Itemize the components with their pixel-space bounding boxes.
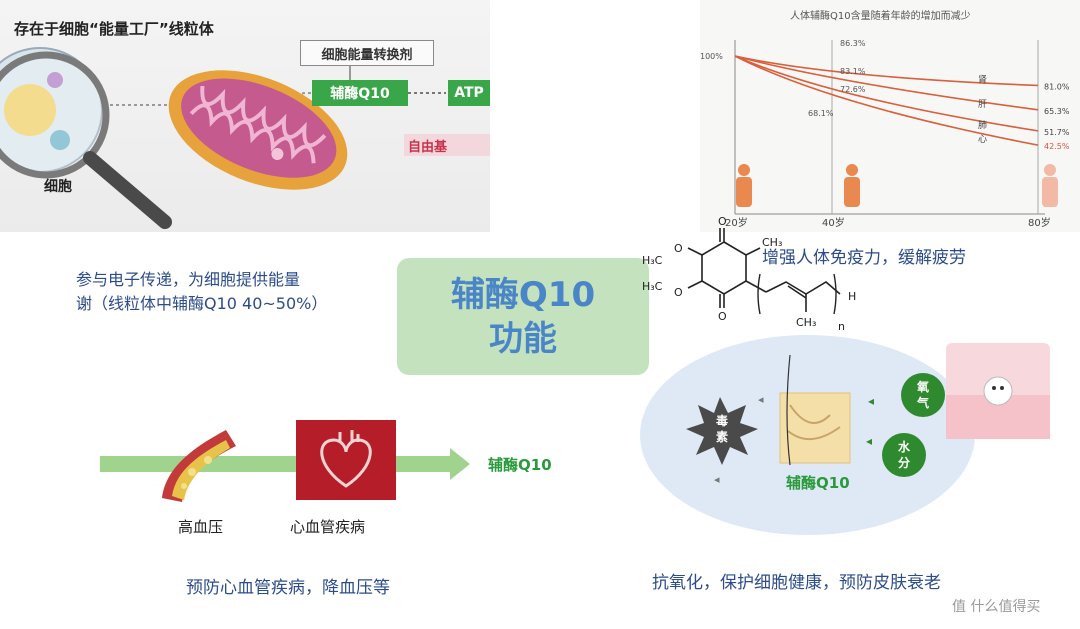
magnifier-lens [0,51,110,179]
antioxidant-illustration: 毒 素 ◂ ◂ 氧 气 水 分 ◂ ◂ [686,343,1050,486]
immunity-description: 增强人体免疫力，缓解疲劳 [762,248,966,268]
toxin-label-2: 素 [716,429,728,444]
chart-mid-label-3: 68.1% [808,109,834,118]
mitochondria-title: 存在于细胞“能量工厂”线粒体 [14,20,214,38]
svg-text:水: 水 [898,439,911,454]
person-icon-head-2 [1044,164,1056,176]
molecule-label-o2: O [718,310,727,323]
chart-start-label: 100% [700,52,723,61]
coq10-molecule-diagram: O O H₃C H₃C O O CH₃ CH₃ H n [642,215,856,333]
heart-caption: 预防心血管疾病，降血压等 [186,578,390,598]
svg-text:气: 气 [916,395,929,410]
heart-image [296,420,396,500]
chart-series-3 [734,55,1039,87]
person-icon-body-1 [844,177,860,207]
free-radical-chip: 自由基 [404,134,490,156]
center-title-box: 辅酶Q10 功能 [397,258,649,375]
svg-text:◂: ◂ [868,394,874,408]
arrow-head [450,448,470,480]
chart-x-label-1: 40岁 [822,216,845,229]
chart-end-label-1: 65.3% [1044,107,1070,116]
chart-end-label-3: 42.5% [1044,142,1070,151]
molecule-label-ch3b: CH₃ [796,316,816,329]
oxygen-bubble [901,373,945,417]
chart-series-label-1: 肺 [978,120,987,131]
chart-series-0 [734,55,1039,146]
molecule-label-o4: O [674,286,683,299]
chart-series-2 [734,55,1039,111]
person-icon-head-0 [738,164,750,176]
svg-text:◂: ◂ [758,393,764,406]
aging-chart-panel [700,0,1080,232]
chart-mid-label-1: 83.1% [840,67,866,76]
molecule-label-h3c1: H₃C [642,254,663,267]
magnifier-handle [83,151,172,229]
molecule-label-ch3a: CH₃ [762,236,782,249]
toxin-label-1: 毒 [716,413,728,428]
converter-label: 细胞能量转换剂 [300,40,434,66]
cell-label: 细胞 [44,179,72,195]
molecule-label-o3: O [674,242,683,255]
q10-chip: 辅酶Q10 [312,80,408,106]
person-icon-body-2 [1042,177,1058,207]
mitochondrion [168,70,348,190]
chart-series-1 [734,55,1039,132]
chart-end-label-0: 81.0% [1044,82,1070,91]
energy-description-line1: 参与电子传递，为细胞提供能量 [76,270,301,289]
mitochondria-illustration [0,47,446,229]
chart-x-label-0: 20岁 [725,216,748,229]
energy-description: 参与电子传递，为细胞提供能量 谢（线粒体中辅酶Q10 40~50%） [76,268,406,316]
energy-description-line2: 谢（线粒体中辅酶Q10 40~50%） [76,294,328,313]
artery-image [162,430,236,502]
svg-text:分: 分 [898,455,910,470]
watermark: 值 什么值得买 [952,599,1041,615]
antioxidant-q10-label: 辅酶Q10 [786,474,850,492]
molecule-label-n: n [838,320,845,333]
chart-series-label-0: 心 [978,134,987,145]
arrow-bar [100,456,452,472]
chart-series-label-2: 肝 [978,99,987,110]
hypertension-label: 高血压 [178,518,224,536]
svg-text:◂: ◂ [866,434,872,448]
atp-chip: ATP [448,80,490,106]
center-title-line1: 辅酶Q10 [450,274,596,315]
aging-chart: 心肺肝 肾 100% 86.3% 83.1% 72.6% 68.1% 81.0% 65.3% 51… [700,39,1070,229]
person-icon-body-0 [736,177,752,207]
quinone-ring [701,241,747,295]
molecule-label-h3c2: H₃C [642,280,663,293]
svg-text:氧: 氧 [916,379,929,394]
antioxidant-caption: 抗氧化，保护细胞健康，预防皮肤衰老 [652,573,941,593]
svg-text:◂: ◂ [714,473,720,486]
molecule-label-h: H [848,290,856,303]
chart-mid-label-0: 86.3% [840,39,866,48]
chart-mid-label-2: 72.6% [840,85,866,94]
person-icon-head-1 [846,164,858,176]
cardiovascular-label: 心血管疾病 [290,518,366,536]
heart-q10-label: 辅酶Q10 [488,456,552,474]
molecule-label-o1: O [718,215,727,228]
cell-nucleus [4,84,56,136]
chart-series-label-3: 肾 [978,74,987,85]
chart-end-label-2: 51.7% [1044,128,1070,137]
water-bubble [882,433,926,477]
chart-x-label-2: 80岁 [1028,216,1051,229]
aging-chart-title: 人体辅酶Q10含量随着年龄的增加而减少 [790,11,971,22]
toxin-burst [686,397,758,465]
center-title-line2: 功能 [489,318,557,359]
